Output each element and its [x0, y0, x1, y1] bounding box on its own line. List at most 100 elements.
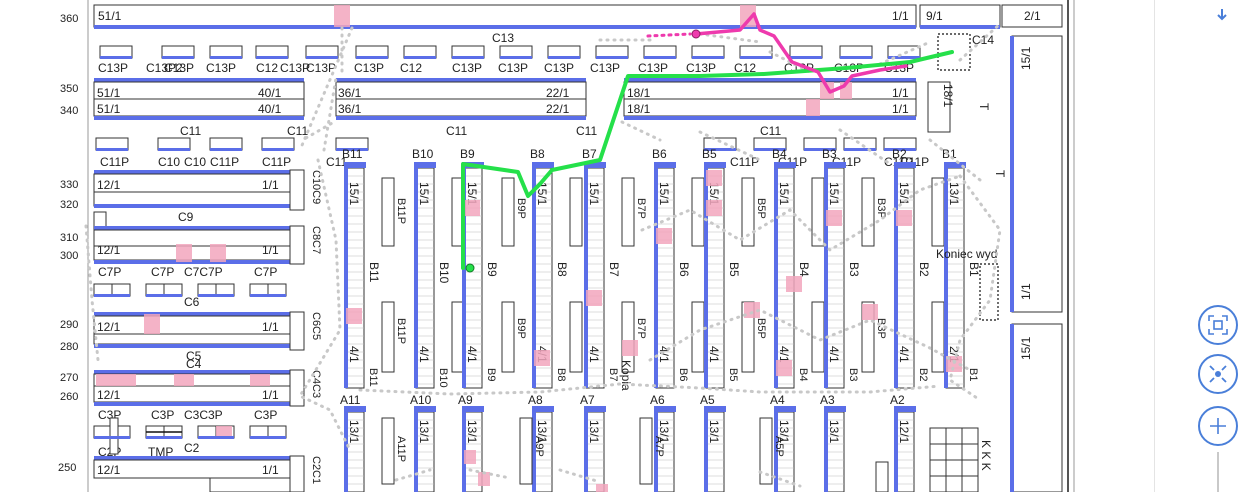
bin-label: 13/1: [827, 420, 841, 444]
occupied-slot[interactable]: [464, 450, 476, 464]
c11-pallet-label: C10: [184, 155, 206, 169]
occupied-slot[interactable]: [896, 210, 912, 226]
occupied-slot[interactable]: [946, 356, 962, 372]
bin-label: 4/1: [897, 346, 911, 363]
c11-row[interactable]: C11PC10C10C11PC11PC11C11PC11PC11PC11PC11…: [95, 137, 929, 169]
occupied-slot[interactable]: [346, 308, 362, 324]
bin-label: 4/1: [465, 346, 479, 363]
a-pallet-slot[interactable]: [639, 417, 653, 485]
rack-right-upper[interactable]: 15/1 1/1: [1010, 35, 1063, 313]
b-pallet-slot[interactable]: [569, 177, 583, 247]
end-zone[interactable]: [979, 263, 999, 321]
b-pallet-slot[interactable]: [569, 301, 583, 373]
c3-pallets[interactable]: [93, 417, 287, 455]
a-pallet-slot[interactable]: [759, 417, 773, 485]
b-pallet-slot[interactable]: [931, 301, 945, 373]
b-pallet-slot[interactable]: [861, 177, 875, 247]
green-route-point[interactable]: [465, 263, 475, 273]
rack-c2[interactable]: 12/1 1/1 C2C1: [93, 455, 322, 492]
a-aisle-header: A2: [890, 393, 905, 407]
arrow-down-icon[interactable]: [1215, 8, 1229, 22]
b-rack-cap: [414, 162, 436, 168]
occupied-slot[interactable]: [744, 302, 760, 318]
b-aisle-name: B6: [677, 262, 691, 277]
rack-c12-block2[interactable]: 36/1 22/1 36/1 22/1: [335, 78, 587, 120]
c13-pallet-bar: [790, 56, 822, 59]
b-aisle-name: B8: [555, 262, 569, 277]
occupied-slot[interactable]: [826, 210, 842, 226]
bin-label: 18/1: [941, 84, 955, 108]
occupied-slot[interactable]: [776, 360, 792, 376]
b-pallet-label: B3P: [875, 198, 887, 219]
b-pallet-slot[interactable]: [621, 177, 635, 247]
a-rack-bar: [704, 412, 708, 492]
b-pallet-slot[interactable]: [501, 177, 515, 247]
a-rack-cap: [584, 406, 606, 412]
c7-pallets[interactable]: [93, 283, 287, 297]
a-pallet-label: A11P: [395, 436, 407, 462]
zoom-slider-track[interactable]: [1217, 452, 1219, 492]
b-pallet-slot[interactable]: [381, 177, 395, 247]
rack-c12-block3[interactable]: 18/1 1/1 18/1 1/1 18/1: [623, 78, 955, 133]
occupied-slot[interactable]: [706, 170, 722, 186]
rack-360[interactable]: 51/1 1/1 9/1 2/1: [93, 4, 1063, 29]
a-pallet-slot[interactable]: [519, 417, 533, 485]
b-pallet-slot[interactable]: [931, 177, 945, 247]
b-aisle-name: B4: [797, 368, 809, 381]
rack-c10[interactable]: 12/1 1/1 C10C9: [93, 169, 322, 211]
b-pallet-slot[interactable]: [501, 301, 515, 373]
b-pallet-slot[interactable]: [381, 301, 395, 373]
rack-c4[interactable]: 12/1 1/1 C4C3: [93, 369, 322, 407]
b-aisle-header: B3: [822, 147, 837, 161]
occupied-slot[interactable]: [786, 276, 802, 292]
fit-view-button[interactable]: [1198, 305, 1238, 345]
c11-pallet-label: C11P: [210, 155, 239, 169]
a-pallet-slot[interactable]: [381, 417, 395, 485]
center-view-button[interactable]: [1198, 354, 1238, 394]
magenta-route-point[interactable]: [691, 29, 701, 39]
occupied-slot[interactable]: [862, 304, 878, 320]
occupied-slot[interactable]: [622, 340, 638, 356]
b-rack-cap: [774, 162, 796, 168]
b-pallet-slot[interactable]: [691, 301, 705, 373]
occupied-slot[interactable]: [478, 472, 490, 486]
rack-c12-block1[interactable]: 51/1 40/1 51/1 40/1: [93, 78, 305, 120]
occupied-slot[interactable]: [586, 290, 602, 306]
rack-c6[interactable]: 12/1 1/1 C6C5: [93, 311, 322, 351]
a-rack-bar: [344, 412, 348, 492]
bin-label: 22/1: [546, 86, 570, 100]
occupied-slot[interactable]: [596, 484, 608, 492]
b-pallet-slot[interactable]: [741, 177, 755, 247]
rack-right-lower[interactable]: 15/1: [1010, 323, 1063, 492]
zoom-in-button[interactable]: [1198, 406, 1238, 446]
b-rack-bar: [532, 168, 536, 388]
row-label: 300: [60, 250, 78, 262]
bin-label: 13/1: [465, 420, 479, 444]
occupied-slot[interactable]: [464, 200, 480, 216]
a-aisles[interactable]: A1113/1A1013/1A913/1A813/1A713/1A613/1A5…: [340, 393, 916, 492]
rack-c8[interactable]: 12/1 1/1 C8C7: [93, 211, 322, 265]
svg-text:TMP: TMP: [148, 445, 173, 459]
occupied-slot[interactable]: [656, 228, 672, 244]
occupied-slot[interactable]: [706, 200, 722, 216]
occupied-slot[interactable]: [534, 350, 550, 366]
bin-label: C2C1: [310, 456, 322, 484]
k-block[interactable]: K K K: [875, 427, 993, 492]
b-aisle-name: B7: [607, 262, 621, 277]
svg-text:C7P: C7P: [254, 265, 277, 279]
